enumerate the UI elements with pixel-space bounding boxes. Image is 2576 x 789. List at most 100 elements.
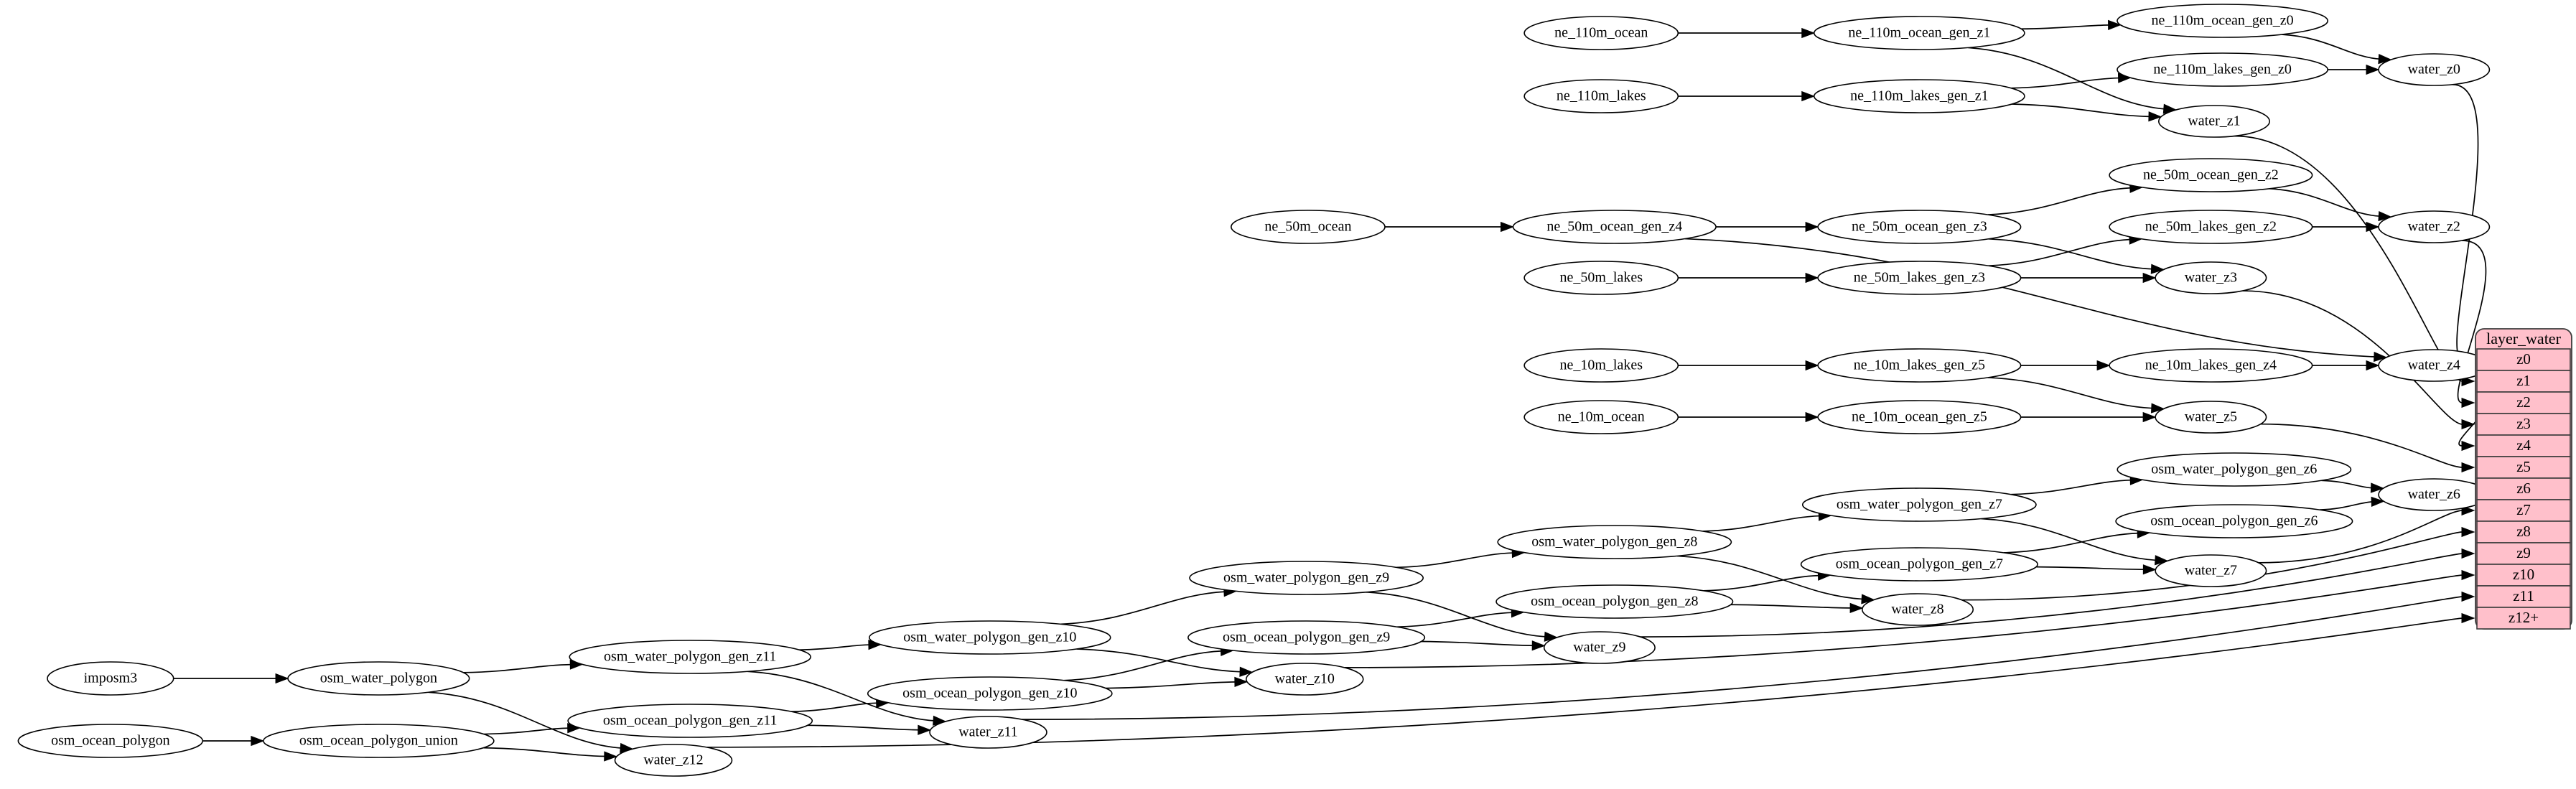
graph-node-water_z12[interactable]: water_z12 <box>614 744 733 777</box>
graph-edge-to-table <box>2457 240 2487 403</box>
layer-water-row-z2[interactable] <box>2476 391 2571 414</box>
node-shape <box>2109 210 2313 244</box>
graph-node-ne_10m_lakes_gen_z4[interactable]: ne_10m_lakes_gen_z4 <box>2109 348 2313 383</box>
graph-edge <box>1105 681 1236 689</box>
node-shape <box>929 716 1047 749</box>
graph-edge <box>1076 648 1242 673</box>
node-shape <box>2378 349 2491 382</box>
graph-node-imposm3[interactable]: imposm3 <box>47 661 174 696</box>
node-shape <box>2155 554 2267 587</box>
graph-edge <box>1684 238 2376 358</box>
arrowhead-icon <box>2461 462 2475 473</box>
layer-water-row-z5[interactable] <box>2476 456 2571 479</box>
graph-node-osm_water_polygon[interactable]: osm_water_polygon <box>287 661 470 696</box>
graph-node-ne_50m_ocean_gen_z2[interactable]: ne_50m_ocean_gen_z2 <box>2109 158 2313 192</box>
graph-node-water_z3[interactable]: water_z3 <box>2155 261 2267 294</box>
node-shape <box>2157 105 2271 138</box>
node-shape <box>614 744 733 777</box>
arrowhead-icon <box>2142 411 2157 423</box>
graph-node-ne_50m_lakes_gen_z3[interactable]: ne_50m_lakes_gen_z3 <box>1817 261 2022 295</box>
graph-node-water_z9[interactable]: water_z9 <box>1543 631 1656 664</box>
arrowhead-icon <box>2366 64 2380 75</box>
graph-node-ne_10m_ocean[interactable]: ne_10m_ocean <box>1523 400 1679 434</box>
graph-node-ne_110m_ocean_gen_z0[interactable]: ne_110m_ocean_gen_z0 <box>2117 4 2328 38</box>
graph-edge-to-table <box>1022 596 2463 720</box>
graph-node-ne_50m_lakes[interactable]: ne_50m_lakes <box>1523 261 1679 295</box>
layer-water-row-z11[interactable] <box>2476 585 2571 608</box>
graph-node-ne_50m_ocean[interactable]: ne_50m_ocean <box>1231 210 1386 244</box>
graph-node-ne_50m_lakes_gen_z2[interactable]: ne_50m_lakes_gen_z2 <box>2109 210 2313 244</box>
graph-node-osm_water_polygon_gen_z11[interactable]: osm_water_polygon_gen_z11 <box>569 640 811 674</box>
graph-node-osm_ocean_polygon_gen_z7[interactable]: osm_ocean_polygon_gen_z7 <box>1800 547 2038 582</box>
graph-edge <box>2036 566 2145 571</box>
layer-water-row-z9[interactable] <box>2476 542 2571 565</box>
arrowhead-icon <box>2142 272 2157 284</box>
graph-node-ne_110m_lakes_gen_z0[interactable]: ne_110m_lakes_gen_z0 <box>2117 52 2328 87</box>
graph-node-water_z2[interactable]: water_z2 <box>2378 210 2491 243</box>
layer-water-row-z3[interactable] <box>2476 413 2571 436</box>
layer-water-row-z6[interactable] <box>2476 477 2571 500</box>
graph-node-osm_ocean_polygon_gen_z10[interactable]: osm_ocean_polygon_gen_z10 <box>867 676 1113 711</box>
arrowhead-icon <box>2461 526 2475 538</box>
graph-node-ne_110m_ocean_gen_z1[interactable]: ne_110m_ocean_gen_z1 <box>1813 16 2025 50</box>
graph-node-osm_ocean_polygon_union[interactable]: osm_ocean_polygon_union <box>263 724 495 758</box>
layer-water-row-z1[interactable] <box>2476 370 2571 393</box>
graph-node-osm_water_polygon_gen_z8[interactable]: osm_water_polygon_gen_z8 <box>1497 525 1732 559</box>
layer-water-row-z8[interactable] <box>2476 520 2571 543</box>
graph-node-ne_10m_ocean_gen_z5[interactable]: ne_10m_ocean_gen_z5 <box>1817 400 2022 434</box>
graph-edge <box>463 663 572 673</box>
graph-node-osm_water_polygon_gen_z9[interactable]: osm_water_polygon_gen_z9 <box>1189 561 1424 595</box>
graph-node-water_z1[interactable]: water_z1 <box>2157 105 2271 138</box>
node-shape <box>567 704 813 738</box>
node-shape <box>1497 525 1732 559</box>
graph-node-water_z4[interactable]: water_z4 <box>2378 349 2491 382</box>
graph-edge <box>2269 187 2381 218</box>
layer-water-row-z4[interactable] <box>2476 434 2571 457</box>
graph-node-osm_water_polygon_gen_z10[interactable]: osm_water_polygon_gen_z10 <box>869 620 1111 655</box>
graph-node-osm_ocean_polygon[interactable]: osm_ocean_polygon <box>17 724 204 758</box>
arrowhead-icon <box>2142 564 2157 575</box>
layer-water-row-z0[interactable] <box>2476 348 2571 371</box>
arrowhead-icon <box>1801 90 1816 102</box>
graph-node-ne_10m_lakes_gen_z5[interactable]: ne_10m_lakes_gen_z5 <box>1817 348 2022 383</box>
graph-node-water_z0[interactable]: water_z0 <box>2378 53 2491 86</box>
graph-edge <box>2281 34 2381 60</box>
graph-node-osm_water_polygon_gen_z7[interactable]: osm_water_polygon_gen_z7 <box>1801 487 2037 522</box>
graph-node-ne_10m_lakes[interactable]: ne_10m_lakes <box>1523 348 1679 383</box>
graph-node-osm_ocean_polygon_gen_z8[interactable]: osm_ocean_polygon_gen_z8 <box>1495 584 1734 619</box>
graph-node-ne_110m_lakes_gen_z1[interactable]: ne_110m_lakes_gen_z1 <box>1813 79 2025 113</box>
graph-node-osm_ocean_polygon_gen_z9[interactable]: osm_ocean_polygon_gen_z9 <box>1187 620 1426 655</box>
layer-water-row-z10[interactable] <box>2476 564 2571 587</box>
node-shape <box>1231 210 1386 244</box>
layer-water-row-z12+[interactable] <box>2476 607 2571 630</box>
layer-water-row-z7[interactable] <box>2476 499 2571 522</box>
graph-node-water_z8[interactable]: water_z8 <box>1862 593 1974 626</box>
graph-node-osm_water_polygon_gen_z6[interactable]: osm_water_polygon_gen_z6 <box>2117 452 2352 487</box>
node-shape <box>1523 16 1679 50</box>
graph-edge <box>1987 187 2132 215</box>
graph-node-osm_ocean_polygon_gen_z6[interactable]: osm_ocean_polygon_gen_z6 <box>2115 504 2353 538</box>
node-shape <box>569 640 811 674</box>
graph-node-water_z10[interactable]: water_z10 <box>1245 663 1364 696</box>
graph-node-water_z7[interactable]: water_z7 <box>2155 554 2267 587</box>
graph-edge-to-table <box>706 617 2463 748</box>
graph-node-water_z5[interactable]: water_z5 <box>2155 401 2267 434</box>
graph-node-ne_50m_ocean_gen_z4[interactable]: ne_50m_ocean_gen_z4 <box>1512 210 1717 244</box>
node-shape <box>2378 210 2491 243</box>
graph-edge <box>483 747 606 757</box>
graph-edge <box>807 724 920 731</box>
node-shape <box>1800 547 2038 582</box>
graph-node-water_z6[interactable]: water_z6 <box>2378 478 2491 511</box>
graph-node-osm_ocean_polygon_gen_z11[interactable]: osm_ocean_polygon_gen_z11 <box>567 704 813 738</box>
graph-edge-to-table <box>2258 510 2463 564</box>
arrowhead-icon <box>2461 548 2475 559</box>
graph-edge <box>1987 377 2153 409</box>
edges-layer <box>173 19 2392 762</box>
graph-edge <box>1421 640 1534 647</box>
graph-node-ne_50m_ocean_gen_z3[interactable]: ne_50m_ocean_gen_z3 <box>1817 210 2022 244</box>
graph-node-ne_110m_lakes[interactable]: ne_110m_lakes <box>1523 79 1679 113</box>
graph-node-water_z11[interactable]: water_z11 <box>929 716 1047 749</box>
graph-node-ne_110m_ocean[interactable]: ne_110m_ocean <box>1523 16 1679 50</box>
node-shape <box>1543 631 1656 664</box>
